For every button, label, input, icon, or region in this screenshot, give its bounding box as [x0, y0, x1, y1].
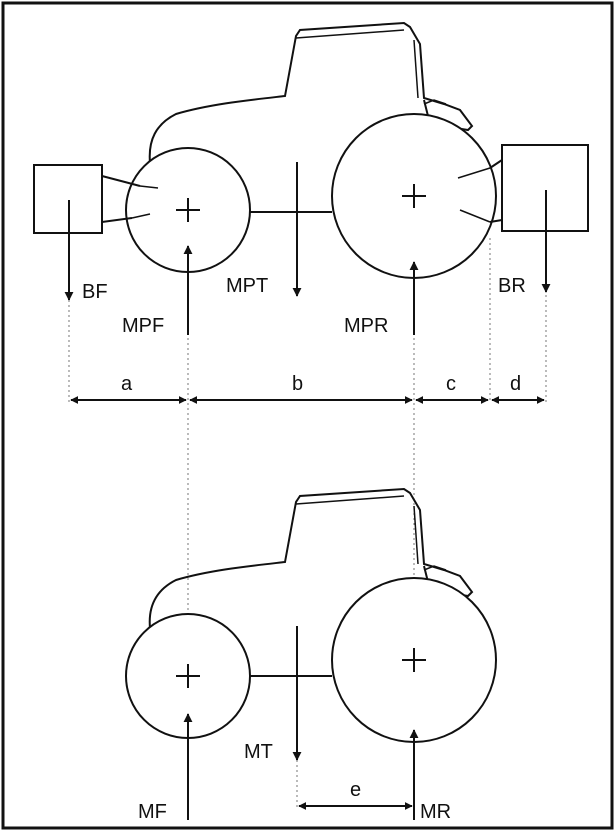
label-d: d	[510, 373, 521, 395]
rear-axle-center-icon-bottom	[402, 648, 426, 672]
cab-pillar	[413, 39, 419, 99]
front-axle-center-icon	[176, 198, 200, 222]
cab-pillar-bottom	[413, 505, 419, 565]
rear-ballast-linkage	[489, 159, 503, 223]
tractor-with-ballast: BF MPF MPT MPR BR	[33, 21, 589, 337]
label-e: e	[350, 779, 361, 801]
label-BR: BR	[498, 275, 526, 297]
cab-roof-line	[295, 29, 405, 39]
front-ballast-linkage	[101, 175, 141, 223]
front-axle-center-icon-bottom	[176, 664, 200, 688]
label-MPR: MPR	[344, 315, 388, 337]
dimension-line: a b c d	[70, 373, 545, 404]
fender-detail	[423, 99, 447, 105]
label-a: a	[121, 373, 133, 395]
label-BF: BF	[82, 281, 108, 303]
fender-detail-bottom	[423, 565, 447, 571]
label-MPT: MPT	[226, 275, 268, 297]
front-linkage-inner	[131, 185, 159, 219]
cab-roof-line-bottom	[295, 495, 405, 505]
label-c: c	[446, 373, 456, 395]
label-MR: MR	[420, 801, 451, 823]
label-MF: MF	[138, 801, 167, 823]
rear-axle-center-icon	[402, 184, 426, 208]
label-b: b	[292, 373, 303, 395]
label-MPF: MPF	[122, 315, 164, 337]
label-MT: MT	[244, 741, 273, 763]
tractor-unballasted: MF MT MR e	[125, 487, 497, 823]
rear-linkage-inner	[457, 167, 491, 223]
